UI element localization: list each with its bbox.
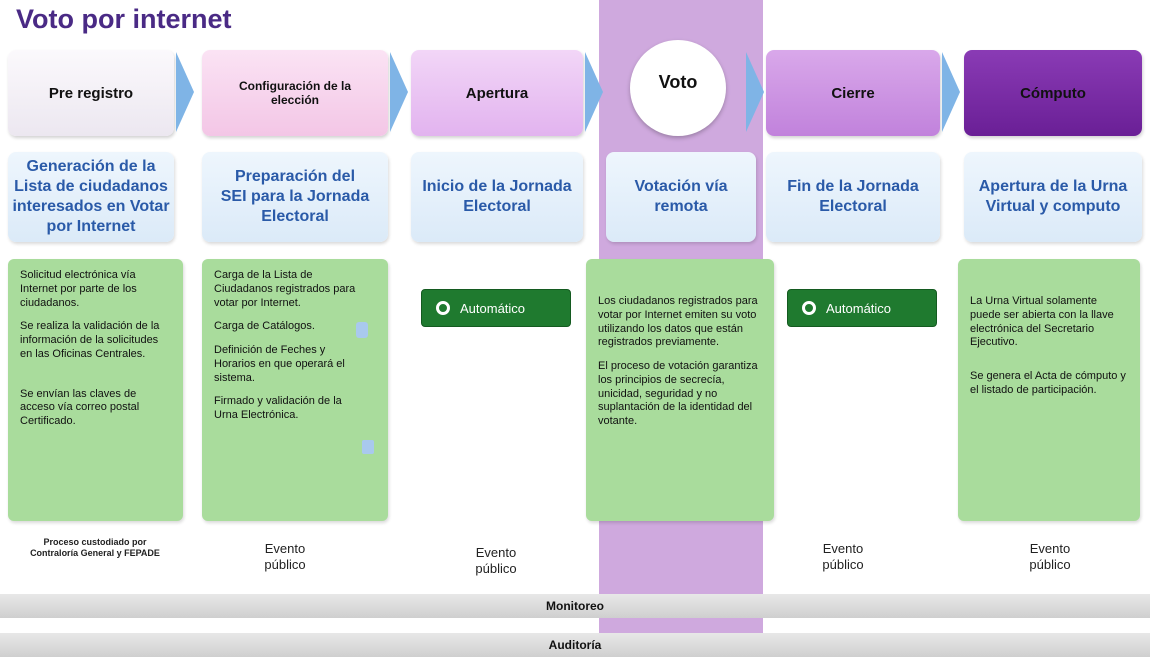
phase-label: Cierre (831, 84, 875, 102)
phase-apertura: Apertura (411, 50, 583, 136)
card-text: Definición de Feches y Horarios en que o… (214, 344, 345, 384)
arrow-right-icon (176, 52, 194, 132)
phase-configuracion: Configuración de la elección (202, 50, 388, 136)
phase-label: Apertura (465, 84, 529, 102)
arrow-right-icon (942, 52, 960, 132)
card-text: Carga de Catálogos. (214, 320, 315, 333)
desc-text: Preparación del SEI para la Jornada Elec… (220, 168, 370, 225)
gear-icon (802, 301, 816, 315)
phase-label: Configuración de la elección (238, 79, 351, 107)
desc-text: Votación vía remota (634, 178, 728, 215)
desc-voto: Votación vía remota (606, 152, 756, 242)
card-pre-registro: Solicitud electrónica vía Internet por p… (8, 259, 183, 521)
automatic-button-cierre[interactable]: Automático (787, 289, 937, 327)
card-text: La Urna Virtual solamente puede ser abie… (970, 295, 1114, 349)
bar-label: Monitoreo (546, 599, 604, 613)
footer-text: Evento público (475, 545, 517, 577)
monitoreo-bar: Monitoreo (0, 594, 1150, 618)
desc-apertura: Inicio de la Jornada Electoral (411, 152, 583, 242)
footer-apertura: Evento público (466, 545, 526, 578)
footer-text: Evento público (264, 541, 306, 573)
footer-configuracion: Evento público (255, 541, 315, 574)
phase-label: Pre registro (48, 84, 134, 102)
footer-pre-registro: Proceso custodiado por Contraloría Gener… (30, 537, 160, 560)
card-text: Carga de la Lista de Ciudadanos registra… (214, 269, 356, 309)
gear-icon (436, 301, 450, 315)
desc-text: Generación de la Lista de ciudadanos int… (12, 158, 170, 235)
arrow-right-icon (390, 52, 408, 132)
card-computo: La Urna Virtual solamente puede ser abie… (958, 259, 1140, 521)
footer-text: Evento público (1029, 541, 1071, 573)
card-text: Se envían las claves de acceso vía corre… (20, 387, 140, 428)
card-voto: Los ciudadanos registrados para votar po… (586, 259, 774, 521)
lock-icon (362, 440, 374, 454)
card-text: Se realiza la validación de la informaci… (20, 320, 160, 360)
footer-text: Proceso custodiado por Contraloría Gener… (30, 537, 160, 559)
card-configuracion: Carga de la Lista de Ciudadanos registra… (202, 259, 388, 521)
arrow-right-icon (585, 52, 603, 132)
automatic-label: Automático (826, 300, 892, 316)
phase-computo: Cómputo (964, 50, 1142, 136)
arrow-right-icon (746, 52, 764, 132)
footer-cierre: Evento público (813, 541, 873, 574)
card-text: Se genera el Acta de cómputo y el listad… (970, 370, 1126, 396)
card-text: Solicitud electrónica vía Internet por p… (20, 269, 137, 309)
phase-cierre: Cierre (766, 50, 940, 136)
phase-label: Cómputo (1020, 84, 1086, 102)
desc-pre-registro: Generación de la Lista de ciudadanos int… (8, 152, 174, 242)
automatic-label: Automático (460, 300, 526, 316)
phase-pre-registro: Pre registro (8, 50, 174, 136)
database-icon (356, 322, 368, 338)
page-title: Voto por internet (16, 4, 232, 34)
bar-label: Auditoría (548, 638, 602, 652)
card-text: Firmado y validación de la Urna Electrón… (214, 395, 342, 421)
desc-text: Inicio de la Jornada Electoral (422, 178, 572, 215)
auditoria-bar: Auditoría (0, 633, 1150, 657)
card-text: Los ciudadanos registrados para votar po… (598, 295, 758, 349)
desc-configuracion: Preparación del SEI para la Jornada Elec… (202, 152, 388, 242)
phase-label: Voto (658, 72, 698, 92)
automatic-button-apertura[interactable]: Automático (421, 289, 571, 327)
footer-computo: Evento público (1020, 541, 1080, 574)
card-text: El proceso de votación garantiza los pri… (598, 360, 758, 427)
desc-text: Fin de la Jornada Electoral (787, 178, 919, 215)
desc-computo: Apertura de la Urna Virtual y computo (964, 152, 1142, 242)
desc-text: Apertura de la Urna Virtual y computo (978, 178, 1128, 215)
phase-voto: Voto (630, 40, 726, 136)
desc-cierre: Fin de la Jornada Electoral (766, 152, 940, 242)
footer-text: Evento público (822, 541, 864, 573)
